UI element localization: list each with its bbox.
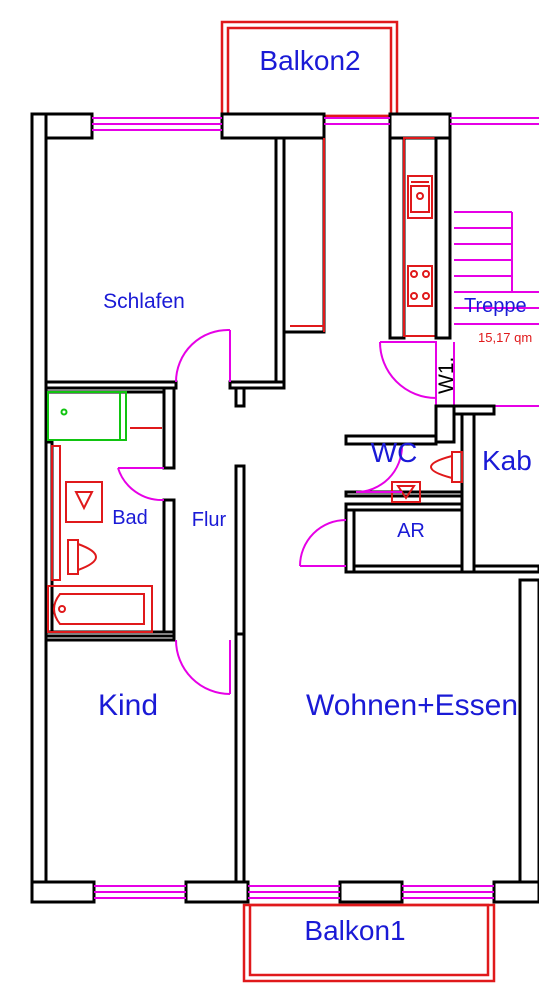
kind-door xyxy=(175,639,231,695)
staircase xyxy=(453,211,539,407)
kab-walls xyxy=(472,564,539,884)
label-treppe: Treppe xyxy=(464,295,527,317)
wc-door xyxy=(355,445,403,493)
schlafen-walls xyxy=(44,136,326,408)
label-treppe-area: 15,17 qm xyxy=(478,330,532,345)
exterior-wall-left xyxy=(30,112,48,902)
label-w1: W1. xyxy=(435,357,458,394)
kitchen-counter xyxy=(388,136,452,340)
bad-door xyxy=(117,467,165,502)
entrance-door xyxy=(379,341,437,406)
entrance-walls xyxy=(434,404,496,444)
label-kind: Kind xyxy=(98,689,158,722)
wardrobe-lines xyxy=(290,138,325,332)
shower xyxy=(47,391,162,441)
label-bad: Bad xyxy=(112,507,148,529)
label-wc: WC xyxy=(371,437,418,468)
bathroom-fixtures xyxy=(47,445,153,633)
ar-door xyxy=(299,519,347,567)
label-kab: Kab xyxy=(482,445,532,476)
label-flur: Flur xyxy=(192,509,227,531)
kind-walls xyxy=(44,632,246,884)
flur-walls xyxy=(234,464,246,636)
label-balkon2: Balkon2 xyxy=(259,45,360,76)
balcony-1 xyxy=(242,903,496,983)
top-windows xyxy=(92,117,539,131)
label-balkon1: Balkon1 xyxy=(304,915,405,946)
label-schlafen: Schlafen xyxy=(103,290,185,313)
bottom-windows xyxy=(94,885,494,899)
label-ar: AR xyxy=(397,520,425,542)
label-wohnen-essen: Wohnen+Essen xyxy=(306,689,518,722)
schlafen-door xyxy=(175,328,231,383)
